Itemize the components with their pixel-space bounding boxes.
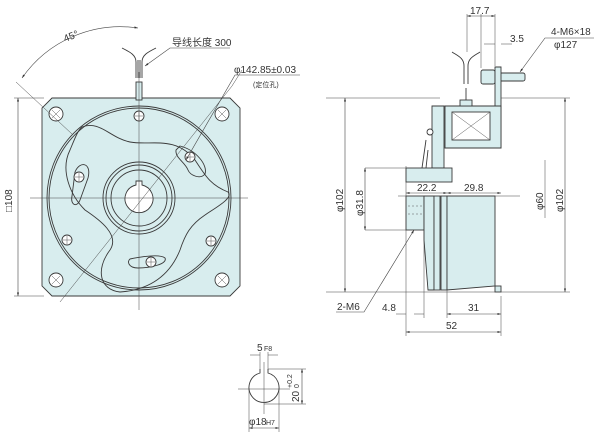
angle-label: 45° [62, 29, 80, 45]
dia-60-label: φ60 [535, 192, 546, 210]
wire-grommet [459, 99, 473, 107]
dim-17-7-label: 17.7 [470, 6, 490, 17]
key-depth-tol-lower: 0 [294, 384, 301, 388]
magnet-lip [494, 285, 502, 293]
bolt-label: 4-M6×18 [551, 27, 591, 38]
tap-label: 2-M6 [337, 302, 360, 313]
key-depth-ext [264, 368, 306, 405]
lead-wire-label: 导线长度 300 [172, 36, 232, 49]
angle-dimension [21, 26, 139, 79]
tap-leader [336, 229, 415, 313]
dim-29-8-label: 29.8 [464, 183, 484, 194]
square-ext-lines [14, 97, 44, 297]
dim-31-label: 31 [468, 303, 480, 314]
dia-102-right-label: φ102 [555, 188, 566, 212]
lever-arm [431, 105, 445, 169]
armature-side [423, 195, 435, 291]
bolt-leader [519, 37, 594, 73]
dim-52-label: 52 [446, 321, 458, 332]
top-ext-lines [480, 14, 496, 68]
base-block [405, 167, 453, 183]
dim-22-2-label: 22.2 [417, 183, 437, 194]
bore-ext [248, 389, 280, 432]
pilot-note: (定位孔) [253, 80, 279, 89]
coil-cross [451, 111, 491, 141]
key-depth-tol-upper: +0.2 [287, 374, 294, 388]
slot-bottom [128, 255, 166, 269]
magnet-body [446, 195, 496, 291]
lever-spring [421, 139, 429, 169]
lever-pivot [426, 128, 434, 136]
hub-body [405, 195, 425, 231]
angle-ref-line [15, 81, 73, 135]
pilot-leader [185, 74, 300, 161]
center-lines [30, 72, 248, 310]
slot-left [71, 164, 90, 206]
dia-31-8-label: φ31.8 [355, 190, 366, 216]
keyway-view: 5 F8 20 +0.2 0 φ18 H7 [238, 343, 306, 432]
bore-tol: H7 [266, 420, 275, 427]
dim-3-5-label: 3.5 [510, 34, 524, 45]
armature-plate [65, 125, 230, 293]
corner-holes [48, 106, 230, 288]
key-width-label: 5 [257, 343, 263, 354]
side-ext-lines-2 [365, 166, 502, 336]
bore-label: φ18 [249, 417, 267, 428]
bolt-head [480, 69, 496, 85]
square-size-label: □108 [4, 189, 15, 212]
keyway-center-lines [238, 362, 290, 414]
key-width-tol: F8 [264, 346, 272, 353]
side-lead-wire [451, 51, 481, 100]
spacer-disc [440, 195, 448, 291]
side-view: 17.7 3.5 4-M6×18 φ127 φ102 φ31.8 22.2 29… [326, 6, 594, 336]
dia-102-left-label: φ102 [335, 188, 346, 212]
front-view: 45° 导线长度 300 φ142.85±0.03 (定位孔) □108 [4, 26, 300, 310]
slot-right [175, 145, 206, 178]
dim-4-8-label: 4.8 [382, 303, 396, 314]
lead-wire-leader [144, 47, 230, 67]
pilot-diameter-label: φ142.85±0.03 [234, 65, 296, 76]
bolt-pcd-label: φ127 [554, 40, 578, 51]
pilot-diagonal-line [59, 69, 243, 303]
key-depth-label: 20 [291, 390, 302, 402]
friction-disc [433, 195, 441, 291]
side-ext-lines [326, 97, 570, 293]
